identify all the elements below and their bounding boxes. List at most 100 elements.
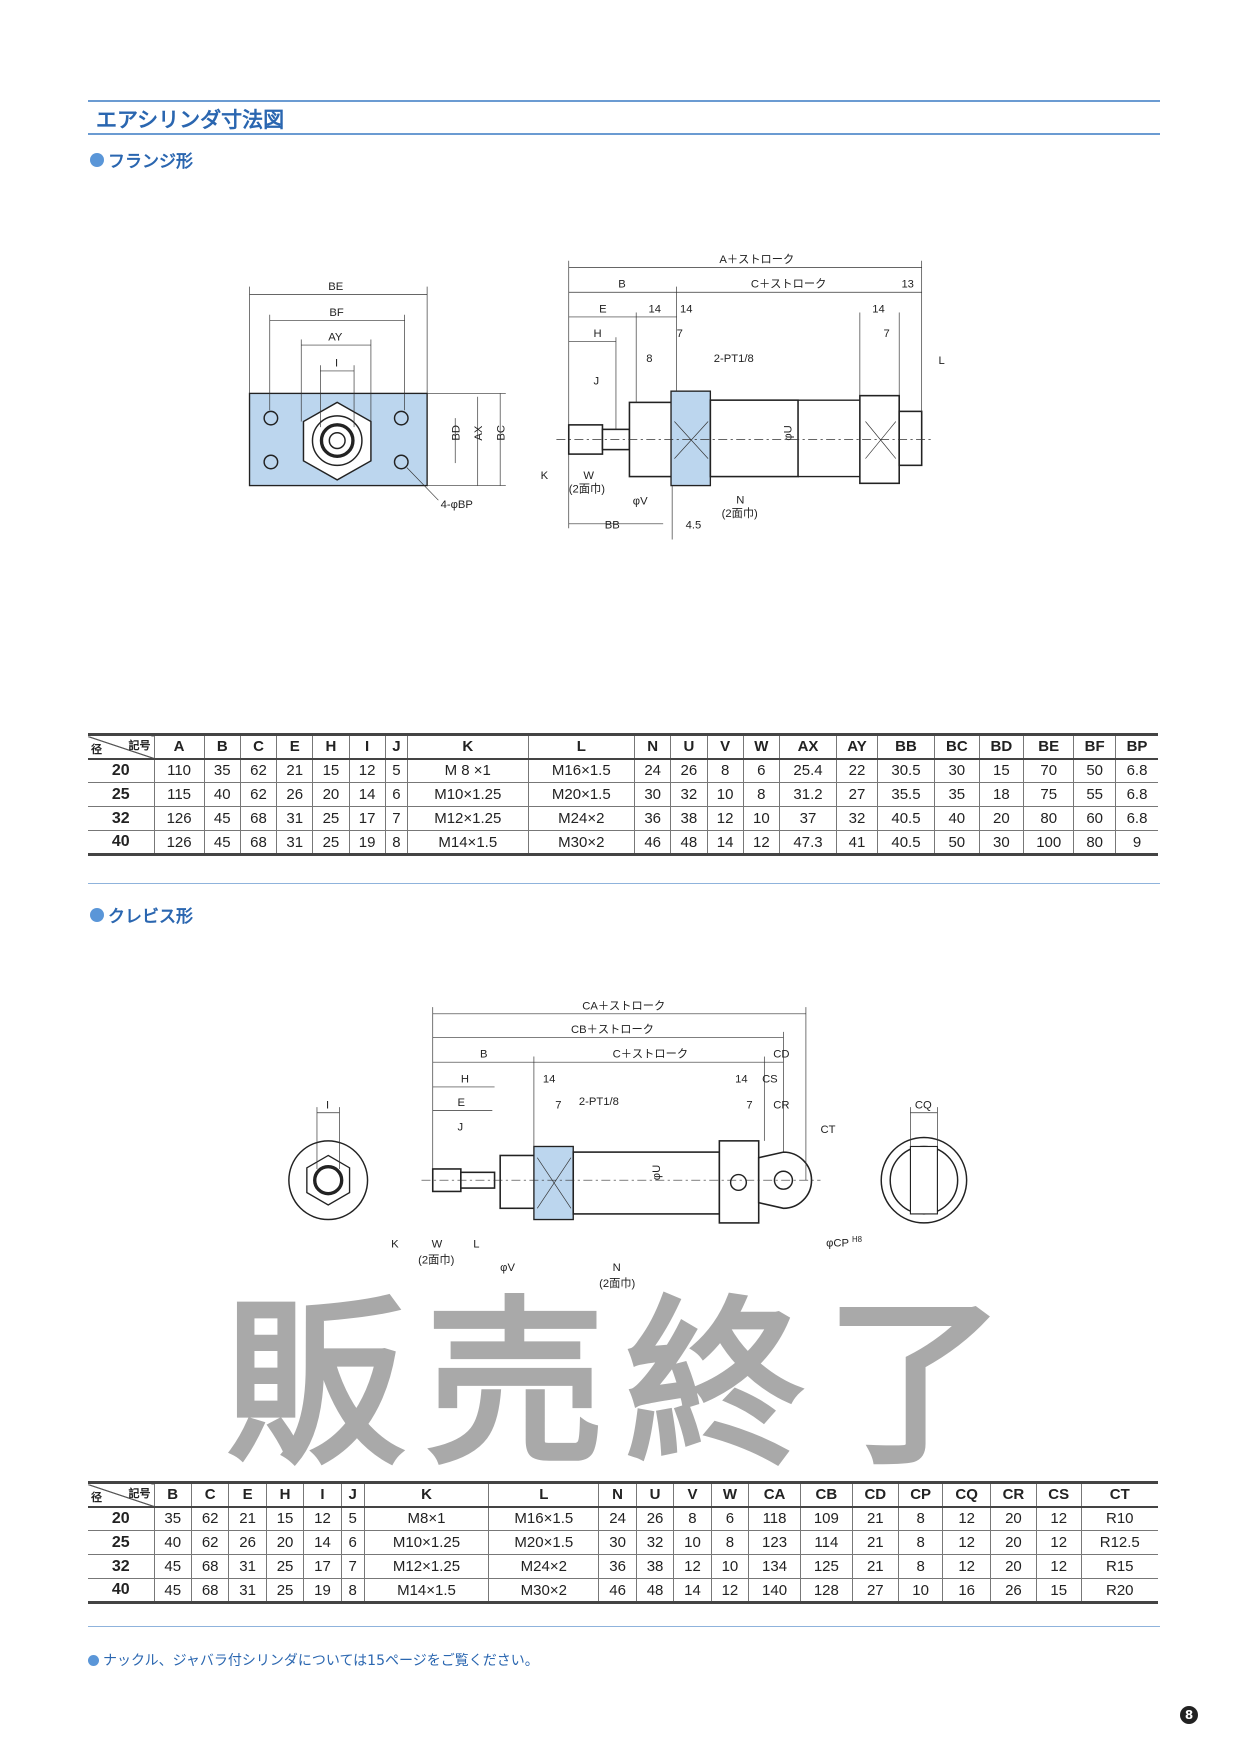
table-cell: 10: [706, 782, 744, 807]
table-cell: 15: [312, 758, 350, 783]
table-cell: 17: [303, 1554, 342, 1579]
symbol-label: 記号: [128, 1488, 151, 1500]
dim-B: B: [480, 1049, 488, 1061]
dim-14: 14: [543, 1073, 556, 1085]
table-cell: 8: [897, 1554, 944, 1579]
column-header: CT: [1080, 1482, 1158, 1508]
table-cell: M10×1.25: [407, 782, 529, 807]
column-header: H: [312, 734, 350, 760]
column-header: C: [239, 734, 278, 760]
dim-H: H: [461, 1073, 469, 1085]
table-cell: 15: [978, 758, 1025, 783]
table-cell: 40.5: [876, 830, 936, 855]
dim-CS: CS: [762, 1073, 778, 1085]
page-number: 8: [1180, 1706, 1198, 1724]
table-cell: 55: [1073, 782, 1117, 807]
dim-CR: CR: [773, 1099, 789, 1111]
dim-H: H: [593, 328, 601, 340]
table-cell: 110: [153, 758, 205, 783]
table-cell: 6: [384, 782, 409, 807]
symbol-label: 記号: [128, 740, 151, 752]
table-cell: 128: [799, 1578, 853, 1603]
column-header: CP: [897, 1482, 944, 1508]
table-cell: M14×1.5: [407, 830, 529, 855]
table-cell: 8: [673, 1506, 712, 1531]
dim-CP-tolerance: H8: [852, 1235, 863, 1244]
dim-AY: AY: [328, 332, 343, 344]
column-header: E: [228, 1482, 267, 1508]
column-header: BD: [978, 734, 1025, 760]
dim-4-5: 4.5: [686, 519, 702, 531]
bore-cell: 40: [88, 830, 155, 855]
dim-A-stroke: A＋ストローク: [719, 253, 794, 266]
table-cell: 30.5: [876, 758, 936, 783]
table-cell: 62: [190, 1506, 230, 1531]
table-cell: 45: [203, 830, 241, 855]
table-cell: 5: [384, 758, 409, 783]
flange-side-view: A＋ストローク B C＋ストローク 13 E 14 14 H 7 14 7 J …: [541, 253, 945, 540]
discontinued-watermark: 販売終了: [225, 1281, 1026, 1490]
table-cell: M12×1.25: [407, 806, 529, 831]
column-header: U: [635, 1482, 675, 1508]
table-cell: 41: [836, 830, 878, 855]
table-cell: 12: [303, 1506, 342, 1531]
table-cell: 12: [942, 1530, 991, 1555]
table-cell: 115: [153, 782, 205, 807]
dim-E: E: [457, 1097, 465, 1109]
table-cell: 80: [1023, 806, 1075, 831]
table-cell: 45: [203, 806, 241, 831]
table-cell: 7: [340, 1554, 365, 1579]
table-cell: 20: [312, 782, 350, 807]
table-cell: 21: [851, 1506, 899, 1531]
table-cell: M24×2: [488, 1554, 600, 1579]
table-cell: 30: [934, 758, 980, 783]
column-header: K: [407, 734, 529, 760]
table-cell: 8: [710, 1530, 750, 1555]
column-header: I: [303, 1482, 342, 1508]
column-header: BP: [1115, 734, 1158, 760]
table-cell: 10: [673, 1530, 712, 1555]
table-cell: 26: [989, 1578, 1037, 1603]
dim-I: I: [326, 1099, 329, 1111]
column-header: E: [276, 734, 314, 760]
bore-cell: 20: [88, 758, 155, 783]
table-cell: 14: [706, 830, 744, 855]
table-cell: R12.5: [1080, 1530, 1158, 1555]
table-cell: 19: [303, 1578, 342, 1603]
table-cell: 50: [1073, 758, 1117, 783]
table-cell: 126: [153, 830, 205, 855]
dim-CP: φCP: [826, 1238, 849, 1250]
flange-front-view: BE BF AY I BD AX BC 4-φBP: [248, 281, 508, 511]
dim-port: 2-PT1/8: [579, 1096, 619, 1108]
table-cell: 114: [799, 1530, 853, 1555]
table-cell: 21: [851, 1554, 899, 1579]
column-header: AX: [778, 734, 838, 760]
column-header: K: [363, 1482, 490, 1508]
clevis-front-view: I: [288, 1099, 369, 1221]
dim-N: N: [613, 1262, 621, 1274]
table-cell: 27: [836, 782, 878, 807]
table-cell: 68: [239, 830, 278, 855]
column-header: U: [670, 734, 708, 760]
table-cell: 12: [710, 1578, 750, 1603]
table-cell: 40: [203, 782, 241, 807]
table-cell: 20: [978, 806, 1025, 831]
footnote: ナックル、ジャバラ付シリンダについては15ページをご覧ください。: [88, 1650, 539, 1670]
dim-7: 7: [746, 1099, 752, 1111]
table-cell: 45: [153, 1554, 192, 1579]
clevis-rear-view: CQ: [880, 1099, 968, 1224]
bore-cell: 25: [88, 782, 155, 807]
section-heading-clevis: クレビス形: [90, 902, 193, 927]
table-cell: 20: [989, 1530, 1037, 1555]
dim-U: φU: [651, 1165, 663, 1180]
table-cell: 20: [265, 1530, 305, 1555]
table-cell: M8×1: [363, 1506, 490, 1531]
table-cell: 22: [836, 758, 878, 783]
table-cell: 60: [1073, 806, 1117, 831]
table-cell: M20×1.5: [527, 782, 636, 807]
